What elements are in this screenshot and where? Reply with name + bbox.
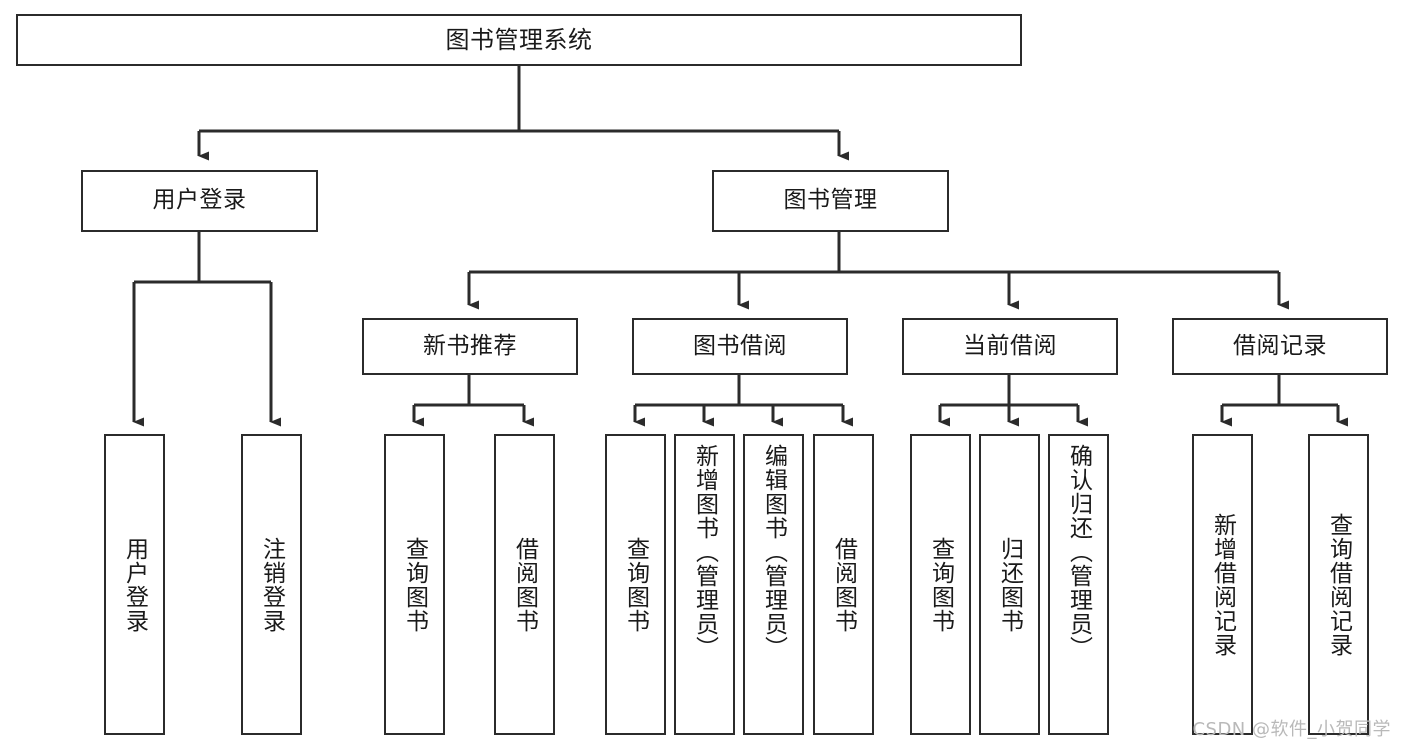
leaf-borrow-book-1-label: 借阅图书 (511, 536, 538, 633)
node-book-borrow-label: 图书借阅 (693, 332, 787, 359)
node-root[interactable]: 图书管理系统 (16, 14, 1022, 66)
leaf-add-book-admin-label: 新增图书（管理员） (691, 444, 718, 660)
leaf-return-book-label: 归还图书 (996, 536, 1023, 633)
leaf-add-borrow-record[interactable]: 新增借阅记录 (1192, 434, 1253, 735)
leaf-query-borrow-record-label: 查询借阅记录 (1325, 512, 1352, 657)
leaf-borrow-book-2-label: 借阅图书 (830, 536, 857, 633)
leaf-query-book-1[interactable]: 查询图书 (384, 434, 445, 735)
node-user-login[interactable]: 用户登录 (81, 170, 318, 232)
node-root-label: 图书管理系统 (445, 25, 593, 54)
node-borrow-record-label: 借阅记录 (1233, 332, 1327, 359)
node-book-manage[interactable]: 图书管理 (712, 170, 949, 232)
leaf-user-login[interactable]: 用户登录 (104, 434, 165, 735)
node-user-login-label: 用户登录 (152, 187, 247, 214)
node-borrow-record[interactable]: 借阅记录 (1172, 318, 1388, 375)
leaf-borrow-book-2[interactable]: 借阅图书 (813, 434, 874, 735)
node-new-book-recommendation[interactable]: 新书推荐 (362, 318, 578, 375)
leaf-confirm-return-admin-label: 确认归还（管理员） (1065, 444, 1092, 660)
csdn-watermark: CSDN @软件_小贺同学 (1192, 719, 1391, 740)
leaf-query-book-2-label: 查询图书 (622, 536, 649, 633)
node-current-borrow[interactable]: 当前借阅 (902, 318, 1118, 375)
leaf-return-book[interactable]: 归还图书 (979, 434, 1040, 735)
leaf-add-borrow-record-label: 新增借阅记录 (1209, 512, 1236, 657)
leaf-user-login-label: 用户登录 (121, 536, 148, 633)
leaf-query-book-1-label: 查询图书 (401, 536, 428, 633)
leaf-query-book-2[interactable]: 查询图书 (605, 434, 666, 735)
leaf-query-book-3-label: 查询图书 (927, 536, 954, 633)
leaf-logout[interactable]: 注销登录 (241, 434, 302, 735)
node-current-borrow-label: 当前借阅 (963, 332, 1057, 359)
leaf-add-book-admin[interactable]: 新增图书（管理员） (674, 434, 735, 735)
node-book-borrow[interactable]: 图书借阅 (632, 318, 848, 375)
leaf-logout-label: 注销登录 (258, 536, 285, 633)
leaf-edit-book-admin-label: 编辑图书（管理员） (760, 444, 787, 660)
node-book-manage-label: 图书管理 (783, 187, 878, 214)
leaf-query-book-3[interactable]: 查询图书 (910, 434, 971, 735)
leaf-borrow-book-1[interactable]: 借阅图书 (494, 434, 555, 735)
leaf-query-borrow-record[interactable]: 查询借阅记录 (1308, 434, 1369, 735)
leaf-edit-book-admin[interactable]: 编辑图书（管理员） (743, 434, 804, 735)
node-new-book-recommendation-label: 新书推荐 (423, 332, 517, 359)
leaf-confirm-return-admin[interactable]: 确认归还（管理员） (1048, 434, 1109, 735)
